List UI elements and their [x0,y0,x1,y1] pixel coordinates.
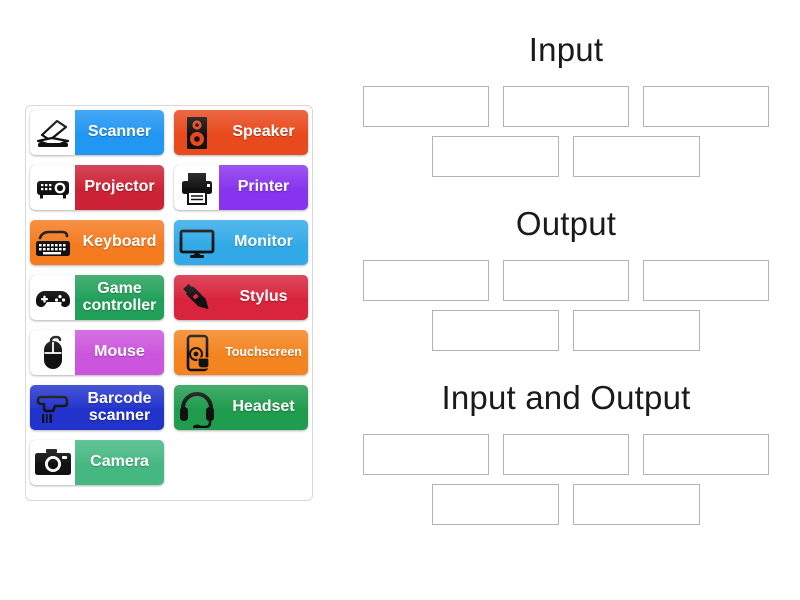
projector-icon [30,165,75,210]
drop-zone-row-2 [346,136,786,177]
drop-zone-row-2 [346,484,786,525]
tile-label: Barcode scanner [87,390,152,424]
tile-row: Camera [30,440,308,485]
tile-label: Headset [232,398,295,416]
mouse-icon [30,330,75,375]
drop-zone[interactable] [503,260,629,301]
tile-label: Monitor [234,233,293,251]
tile-label: Game controller [82,280,157,314]
draggable-tile[interactable]: Stylus [174,275,308,320]
drop-zone[interactable] [432,484,559,525]
draggable-tile[interactable]: Printer [174,165,308,210]
sort-groups: Input Output Input and Output [346,0,786,600]
draggable-tile[interactable]: Game controller [30,275,164,320]
draggable-tile[interactable]: Headset [174,385,308,430]
group-input-and-output: Input and Output [346,381,786,525]
scanner-icon [30,110,75,155]
draggable-tile[interactable]: Projector [30,165,164,210]
drop-zone[interactable] [432,310,559,351]
drop-zone[interactable] [363,260,489,301]
drop-zone[interactable] [573,484,700,525]
drop-zone[interactable] [643,260,769,301]
tile-label: Keyboard [82,233,157,251]
group-input: Input [346,33,786,177]
camera-icon [30,440,75,485]
drop-zone[interactable] [643,86,769,127]
tile-label: Speaker [232,123,295,141]
drop-zone[interactable] [503,86,629,127]
draggable-tile[interactable]: Camera [30,440,164,485]
headset-icon [174,385,219,430]
tile-row: Barcode scanner Headset [30,385,308,430]
tile-label: Scanner [87,123,152,141]
group-title: Output [515,205,617,242]
draggable-tile[interactable]: Keyboard [30,220,164,265]
tile-row: Scanner Speaker [30,110,308,155]
tile-label: Mouse [94,343,145,361]
tile-row: Game controller Stylus [30,275,308,320]
tile-row: Mouse Touchscreen [30,330,308,375]
draggable-tile[interactable]: Barcode scanner [30,385,164,430]
draggable-tile[interactable]: Speaker [174,110,308,155]
stylus-icon [174,275,219,320]
group-output: Output [346,207,786,351]
draggable-tile[interactable]: Monitor [174,220,308,265]
barcode-scanner-icon [30,385,75,430]
tile-label: Stylus [239,288,288,306]
speaker-icon [174,110,219,155]
drop-zone[interactable] [643,434,769,475]
keyboard-icon [30,220,75,265]
tile-label: Touchscreen [225,345,302,360]
touchscreen-icon [174,330,219,375]
drop-zone[interactable] [363,434,489,475]
tile-label: Printer [237,178,290,196]
drop-zone[interactable] [573,310,700,351]
draggable-tile[interactable]: Touchscreen [174,330,308,375]
drop-zone-row-2 [346,310,786,351]
tile-row: Projector Printer [30,165,308,210]
draggable-tile[interactable]: Mouse [30,330,164,375]
drop-zone[interactable] [363,86,489,127]
group-title: Input [528,31,604,68]
drop-zone-row-1 [346,260,786,301]
drop-zone[interactable] [573,136,700,177]
game-controller-icon [30,275,75,320]
printer-icon [174,165,219,210]
drop-zone-row-1 [346,434,786,475]
tile-row: Keyboard Monitor [30,220,308,265]
monitor-icon [174,220,219,265]
drop-zone[interactable] [432,136,559,177]
group-title: Input and Output [441,379,691,416]
tile-label: Projector [84,178,155,196]
drop-zone-row-1 [346,86,786,127]
drop-zone[interactable] [503,434,629,475]
draggable-tile[interactable]: Scanner [30,110,164,155]
tile-label: Camera [90,453,149,471]
